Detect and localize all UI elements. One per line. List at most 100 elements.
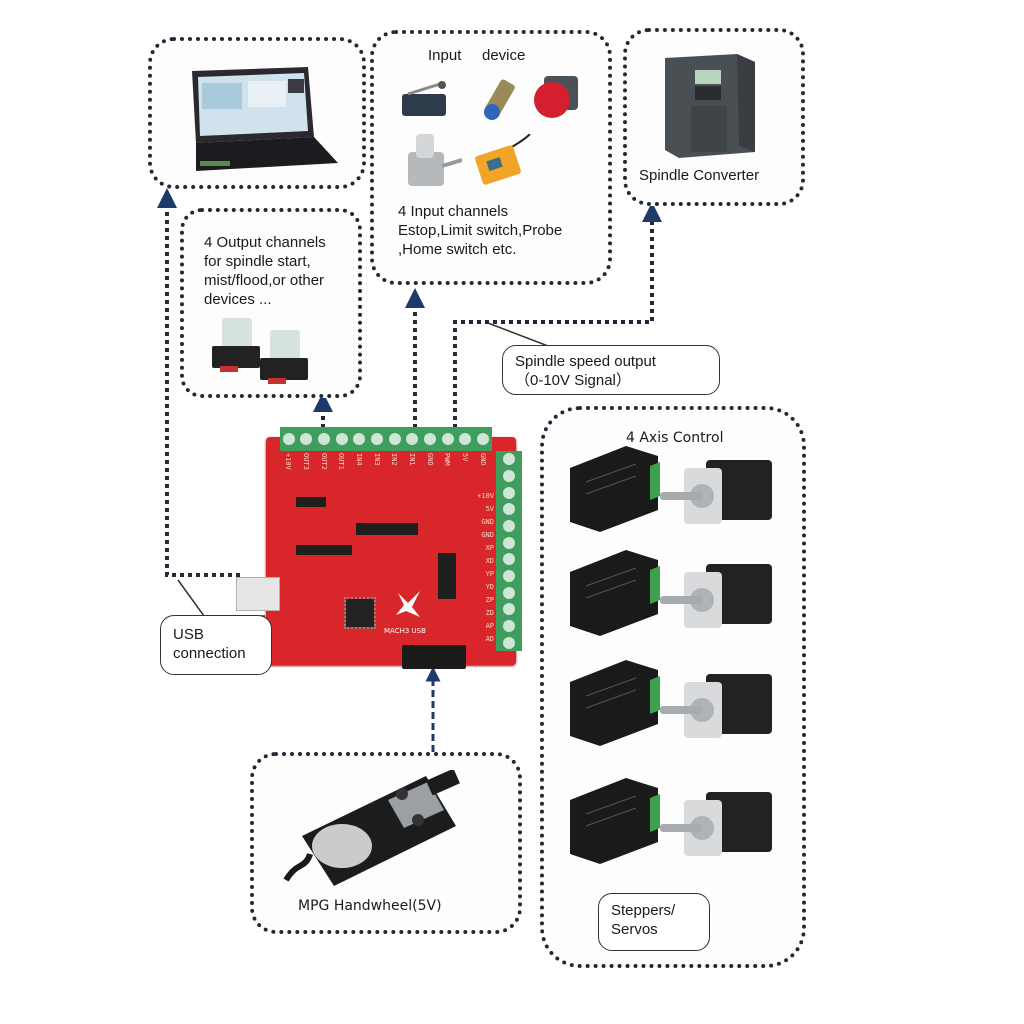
- computer-box: [148, 37, 366, 189]
- pin-label: YD: [485, 582, 494, 591]
- screw-terminal: [503, 569, 515, 582]
- right-pin-labels: +10V 5V GND GND XP XD YP YD ZP ZD AP AD: [470, 489, 494, 645]
- output-line-4: devices ...: [204, 291, 272, 308]
- mpg-header-connector: [402, 645, 466, 669]
- pin-label: IN3: [372, 453, 381, 466]
- output-line-2: for spindle start,: [204, 253, 311, 270]
- usb-line-1: USB: [173, 626, 204, 643]
- pin-cell: IN1: [404, 453, 421, 483]
- right-terminal-block: [496, 451, 522, 651]
- stepper-motor-icon: [660, 792, 772, 856]
- pin-label: YP: [485, 569, 494, 578]
- usb-line-2: connection: [173, 645, 246, 662]
- input-description: 4 Input channels Estop,Limit switch,Prob…: [398, 202, 562, 259]
- screw-terminal: [406, 433, 419, 445]
- pin-cell: YD: [470, 580, 494, 593]
- input-line-1: 4 Input channels: [398, 203, 509, 220]
- mpg-label: MPG Handwheel(5V): [298, 898, 442, 914]
- stepper-driver-1: [570, 446, 772, 532]
- screw-terminal: [459, 433, 472, 445]
- stepper-driver-4: [570, 778, 772, 864]
- screw-terminal: [300, 433, 313, 445]
- pin-label: +10V: [284, 453, 293, 470]
- pin-cell: 5V: [470, 502, 494, 515]
- microswitch-icon: [402, 81, 446, 116]
- laptop-icon: [192, 67, 338, 171]
- steppers-line-1: Steppers/: [611, 902, 676, 919]
- board-brand: MACH3 USB: [384, 627, 426, 635]
- pin-cell: XD: [470, 554, 494, 567]
- driver-icon: [570, 778, 660, 864]
- driver-icon: [570, 660, 660, 746]
- screw-terminal: [424, 433, 437, 445]
- pin-cell: ZD: [470, 606, 494, 619]
- usb-callout: USB connection: [160, 615, 272, 675]
- pin-cell: AD: [470, 632, 494, 645]
- screw-terminal: [503, 453, 515, 466]
- pin-label: 5V: [485, 504, 494, 513]
- input-device-box: Input device 4 Input channels Estop,Limi…: [370, 30, 612, 285]
- pin-label: IN1: [407, 453, 416, 466]
- pin-cell: IN4: [351, 453, 368, 483]
- estop-button-icon: [534, 76, 578, 118]
- pin-cell: GND: [475, 453, 492, 483]
- pin-cell: IN3: [369, 453, 386, 483]
- screw-terminal: [335, 433, 348, 445]
- proximity-sensor-icon: [484, 79, 515, 120]
- stepper-motor-icon: [660, 674, 772, 738]
- relay-icon: [212, 318, 308, 384]
- screw-terminal: [318, 433, 331, 445]
- pin-label: OUT3: [301, 453, 310, 470]
- screw-terminal: [503, 536, 515, 549]
- stepper-driver-3: [570, 660, 772, 746]
- input-title-word2: device: [482, 47, 526, 64]
- output-line-3: mist/flood,or other: [204, 272, 325, 289]
- axis-control-box: 4 Axis Control: [540, 406, 806, 968]
- top-pin-labels: +10V OUT3 OUT2 OUT1 IN4 IN3 IN2 IN1 GND …: [280, 453, 492, 483]
- pin-label: OUT1: [337, 453, 346, 470]
- pin-label: +10V: [477, 491, 494, 500]
- ic-chip: [296, 545, 352, 555]
- spindle-speed-line-1: Spindle speed output: [515, 353, 656, 370]
- vfd-inverter-icon: [665, 54, 755, 158]
- usb-port: [236, 577, 280, 611]
- output-description: 4 Output channels for spindle start, mis…: [204, 233, 326, 309]
- screw-terminal: [477, 433, 490, 445]
- pin-label: 5V: [460, 453, 469, 462]
- pin-cell: GND: [470, 528, 494, 541]
- screw-terminal: [503, 636, 515, 649]
- spindle-converter-label: Spindle Converter: [639, 167, 760, 184]
- pin-label: AP: [485, 621, 494, 630]
- screw-terminal: [503, 553, 515, 566]
- pin-label: OUT2: [319, 453, 328, 470]
- pin-label: ZD: [485, 608, 494, 617]
- pin-cell: IN2: [386, 453, 403, 483]
- steppers-line-2: Servos: [611, 921, 658, 938]
- screw-terminal: [503, 469, 515, 482]
- pin-cell: +10V: [470, 489, 494, 502]
- pin-cell: GND: [422, 453, 439, 483]
- top-terminal-block: [280, 427, 492, 451]
- screw-terminal: [371, 433, 384, 445]
- inductive-sensor-icon: [475, 134, 531, 185]
- steppers-callout: Steppers/ Servos: [598, 893, 710, 951]
- pin-cell: GND: [470, 515, 494, 528]
- pin-label: ZP: [485, 595, 494, 604]
- screw-terminal: [503, 519, 515, 532]
- pin-label: AD: [485, 634, 494, 643]
- driver-icon: [570, 446, 660, 532]
- stepper-motor-icon: [660, 564, 772, 628]
- pin-label: IN4: [354, 453, 363, 466]
- handwheel-icon: [283, 770, 460, 886]
- input-title-word1: Input: [428, 47, 462, 64]
- screw-terminal: [353, 433, 366, 445]
- pin-label: GND: [481, 530, 494, 539]
- pin-label: XP: [485, 543, 494, 552]
- pin-label: PWM: [443, 453, 452, 466]
- pin-cell: +10V: [280, 453, 297, 483]
- pin-cell: 5V: [457, 453, 474, 483]
- stepper-motor-icon: [660, 460, 772, 524]
- bird-logo-icon: [396, 591, 420, 617]
- mcu-chip: [344, 597, 376, 629]
- stepper-driver-2: [570, 550, 772, 636]
